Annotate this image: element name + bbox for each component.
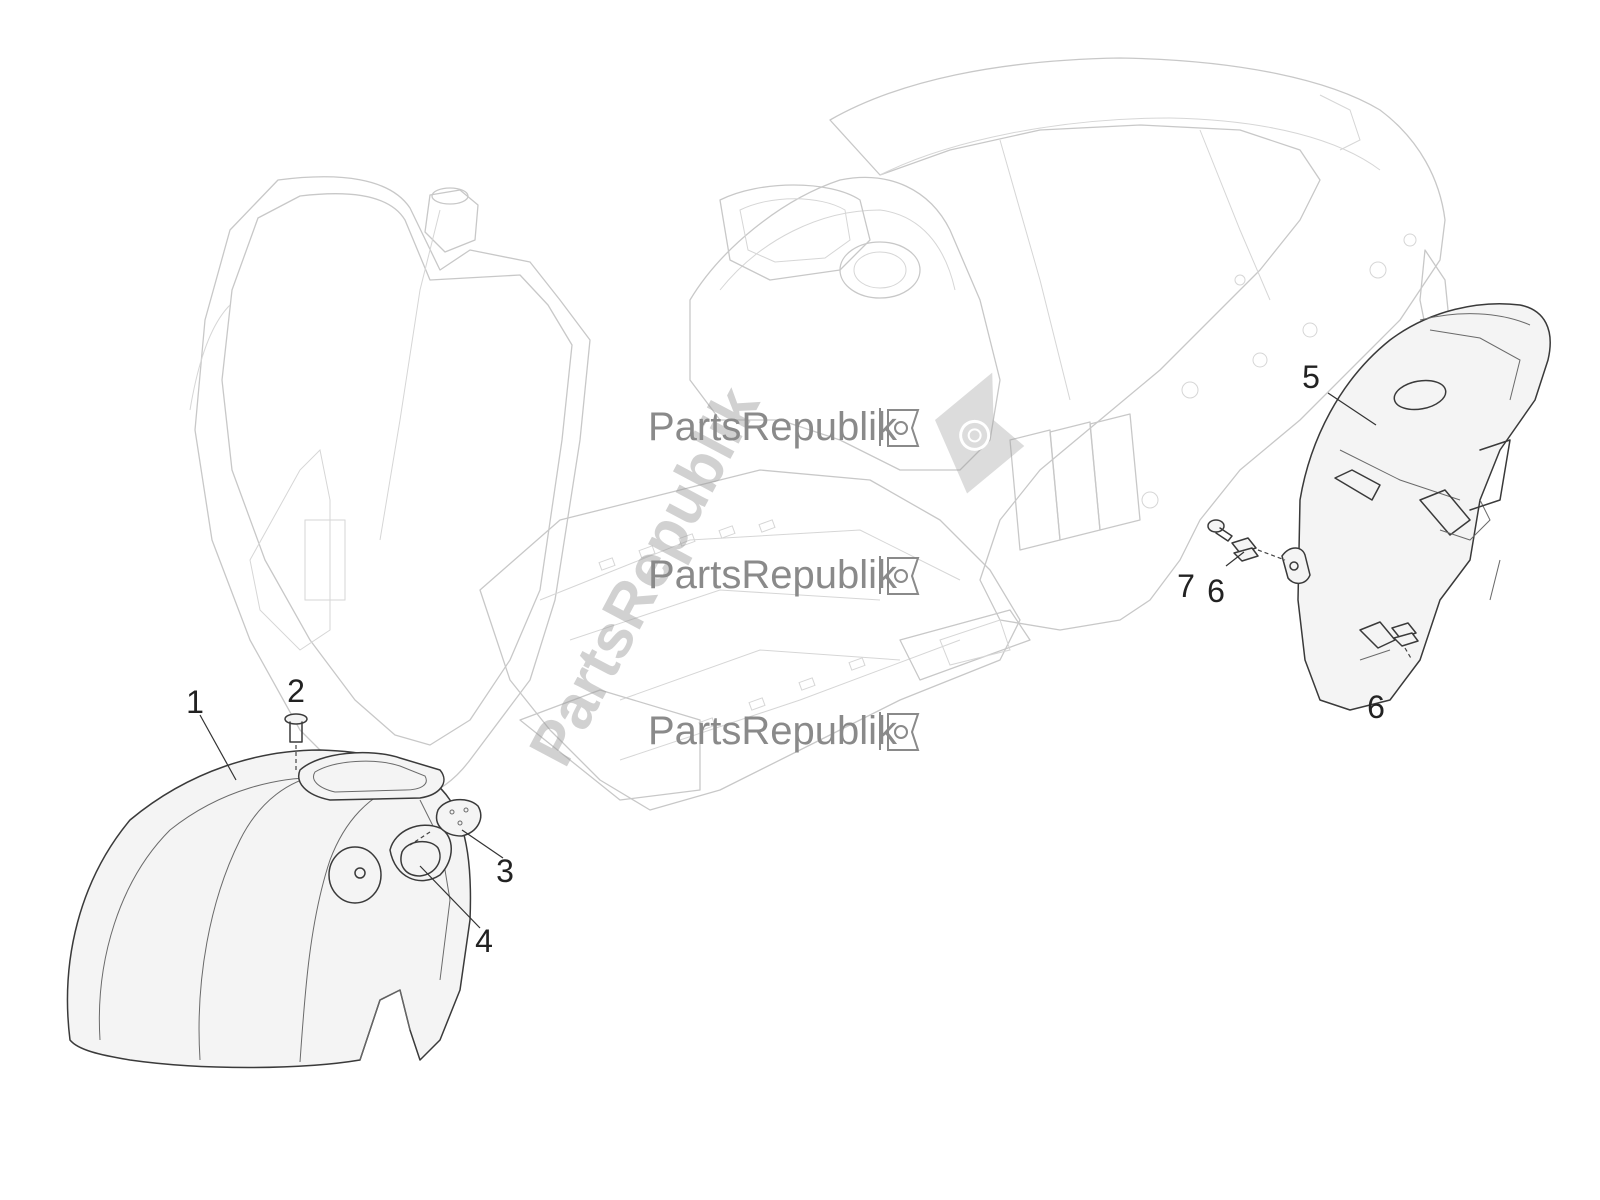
watermark-brand-2: PartsRepublik	[648, 553, 898, 597]
callout-1: 1	[186, 684, 204, 720]
watermark-gear-icon-3	[879, 712, 920, 751]
clip-nut-part-6-upper	[1231, 537, 1286, 562]
watermark-layer: PartsRepublik PartsRepublik PartsRepubli…	[516, 372, 1025, 777]
callout-7: 7	[1177, 568, 1195, 604]
callout-6-upper: 6	[1207, 573, 1225, 609]
screw-part-7	[1207, 519, 1233, 542]
watermark-brand-3: PartsRepublik	[648, 709, 898, 753]
watermark-brand-1: PartsRepublik	[648, 405, 898, 449]
callout-3: 3	[496, 853, 514, 889]
callout-6-lower: 6	[1367, 689, 1385, 725]
callout-4: 4	[475, 923, 493, 959]
clip-plate-part-3	[409, 798, 482, 846]
clip-nut-part-6-lower	[1391, 622, 1419, 661]
rear-mudguard-part	[1281, 303, 1551, 711]
callout-2: 2	[287, 673, 305, 709]
callout-labels: 1 2 3 4 5 6 6 7	[186, 359, 1385, 959]
watermark-gear-icon-2	[879, 556, 920, 595]
watermark-gear-icon-1	[879, 408, 920, 447]
leader-lines	[199, 392, 1377, 929]
front-mudguard-part	[66, 749, 472, 1069]
watermark-logo-icon	[935, 372, 1025, 494]
callout-5: 5	[1302, 359, 1320, 395]
screw-part-2	[284, 713, 308, 770]
badge-part-4	[400, 840, 441, 877]
